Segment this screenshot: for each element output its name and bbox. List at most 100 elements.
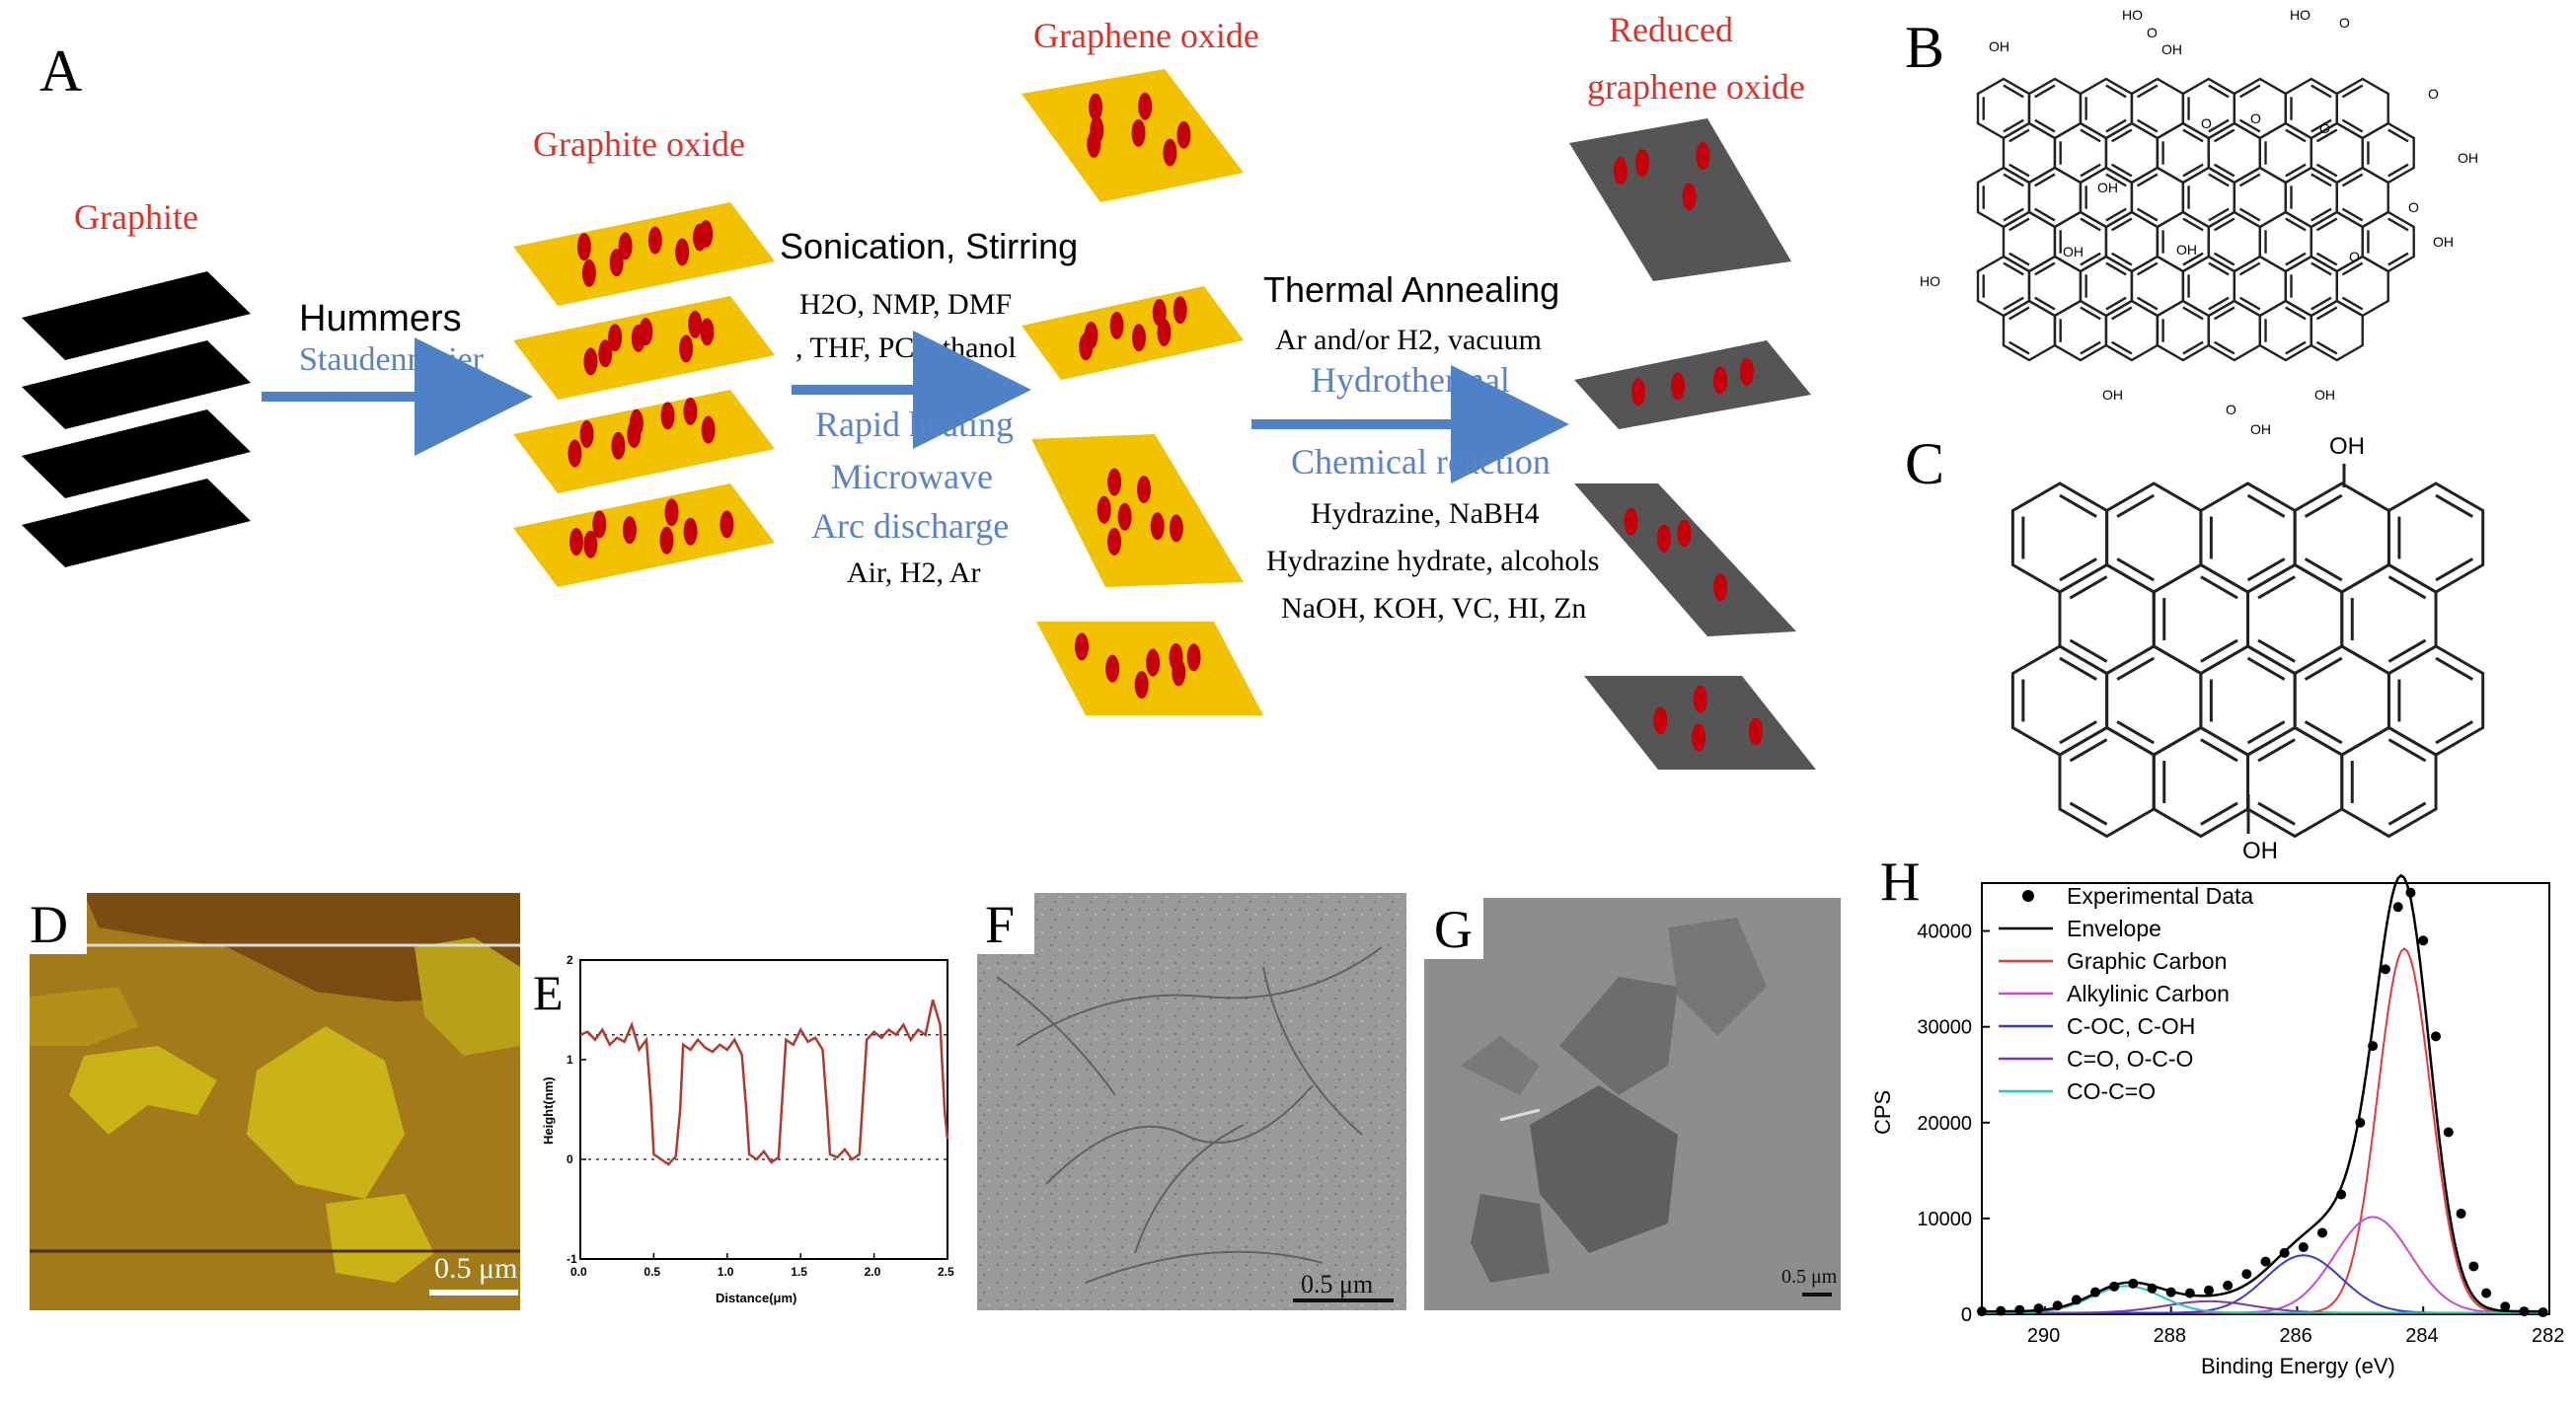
panel-g: G 0.5 μm (1424, 898, 1841, 1310)
go-functional-group: OH (2250, 421, 2271, 437)
sem-scale-label: 0.5 μm (1781, 1266, 1838, 1288)
oxygen-group-dot (1682, 183, 1697, 211)
go-functional-group: OH (2063, 244, 2084, 259)
x-tick-label: 1.0 (718, 1265, 734, 1279)
oxygen-group-dot (683, 517, 698, 546)
x-tick-label: 0.5 (644, 1265, 660, 1279)
double-bond (2213, 252, 2235, 266)
experimental-point (2500, 1301, 2511, 1312)
oxygen-group-dot (1631, 378, 1646, 407)
y-tick-label: 2 (567, 953, 573, 967)
double-bond (2182, 340, 2204, 355)
benzene-ring (2233, 77, 2287, 140)
benzene-ring (2105, 644, 2203, 757)
oxygen-group-dot (1152, 298, 1167, 327)
rgo-label-2: graphene oxide (1587, 67, 1805, 107)
oxygen-group-dot (1117, 502, 1132, 531)
panel-d-letter: D (30, 895, 68, 954)
double-bond (2238, 296, 2261, 311)
step3-alt-1: Hydrothermal (1311, 360, 1510, 400)
double-bond (2137, 207, 2159, 222)
double-bond (2034, 261, 2056, 276)
sem-flake (1559, 977, 1678, 1095)
benzene-ring (2361, 210, 2415, 273)
go-functional-group: O (2319, 120, 2330, 136)
experimental-point (2481, 1288, 2492, 1298)
double-bond (2003, 173, 2024, 187)
oxygen-group-dot (1090, 115, 1104, 144)
double-bond (2059, 557, 2097, 582)
step2-solvents-2: , THF, PC, ethanol (796, 332, 1017, 364)
double-bond (2208, 84, 2230, 99)
reduced-graphene-oxide-sheet (1574, 483, 1796, 636)
graphene-oxide-sheet (1022, 286, 1244, 380)
oxygen-group-dot (1748, 717, 1763, 746)
panel-f-letter: F (985, 895, 1015, 954)
double-bond (2111, 252, 2133, 266)
sem-flake (1530, 1085, 1678, 1253)
benzene-ring (2104, 121, 2159, 185)
graphite-oxide-sheet (513, 483, 775, 587)
oxygen-group-dot (583, 347, 598, 376)
experimental-point (2260, 1256, 2271, 1267)
double-bond (2200, 738, 2238, 763)
double-bond (2387, 738, 2427, 763)
oxygen-group-dot (1109, 311, 1124, 339)
component-curve (1982, 1285, 2546, 1314)
double-bond (2105, 261, 2127, 276)
double-bond (2387, 128, 2409, 143)
oxygen-group-dot (1107, 468, 1122, 496)
afm-flake (247, 1026, 405, 1199)
benzene-ring (2284, 255, 2338, 318)
experimental-point (2538, 1307, 2548, 1318)
experimental-point (1996, 1305, 2007, 1316)
benzene-ring (2130, 255, 2185, 318)
legend-label: Alkylinic Carbon (2067, 981, 2230, 1006)
double-bond (2105, 296, 2127, 311)
benzene-ring (2053, 121, 2108, 185)
double-bond (2116, 557, 2156, 582)
double-bond (2008, 340, 2030, 355)
double-bond (2105, 84, 2127, 99)
experimental-point (2519, 1306, 2530, 1317)
double-bond (2435, 493, 2473, 518)
reduced-graphene-oxide-sheet-plane (1569, 118, 1791, 281)
oxygen-group-dot (699, 220, 714, 249)
step3-title: Thermal Annealing (1263, 269, 1559, 310)
double-bond (2257, 801, 2296, 826)
double-bond (2315, 163, 2338, 178)
benzene-ring (2002, 299, 2057, 362)
oxygen-group-dot (583, 530, 598, 558)
tem-scale-label: 0.5 μm (1301, 1270, 1373, 1298)
double-bond (2182, 128, 2204, 143)
double-bond (2200, 638, 2238, 663)
oxygen-group-dot (647, 226, 662, 255)
legend-marker (2022, 890, 2034, 902)
oxygen-group-dot (1138, 92, 1153, 120)
graphite-oxide-sheet (513, 202, 775, 306)
sem-edge (1499, 1108, 1541, 1122)
oxygen-group-dot (664, 498, 679, 527)
oxygen-group-dot (1176, 120, 1191, 149)
step1-alt: Staudenmaier (299, 341, 485, 378)
double-bond (2080, 252, 2101, 266)
oxygen-group-dot (1656, 524, 1671, 553)
graphite-oxide-sheet-plane (513, 202, 775, 306)
double-bond (2182, 306, 2204, 321)
double-bond (2238, 173, 2261, 187)
oxygen-group-dot (1653, 706, 1668, 735)
graphite-sheet (22, 340, 251, 429)
rgo-label-1: Reduced (1609, 10, 1733, 49)
oxygen-group-dot (683, 397, 698, 425)
legend-label: Envelope (2067, 916, 2161, 941)
benzene-ring (2002, 121, 2057, 185)
double-bond (2311, 296, 2332, 311)
benzene-ring (2152, 725, 2250, 839)
reduced-graphene-oxide-sheet (1574, 340, 1811, 429)
legend-label: Experimental Data (2067, 883, 2253, 909)
go-functional-group: OH (2161, 41, 2182, 57)
experimental-point (2241, 1269, 2252, 1280)
step2-solvents-1: H2O, NMP, DMF (799, 288, 1012, 321)
